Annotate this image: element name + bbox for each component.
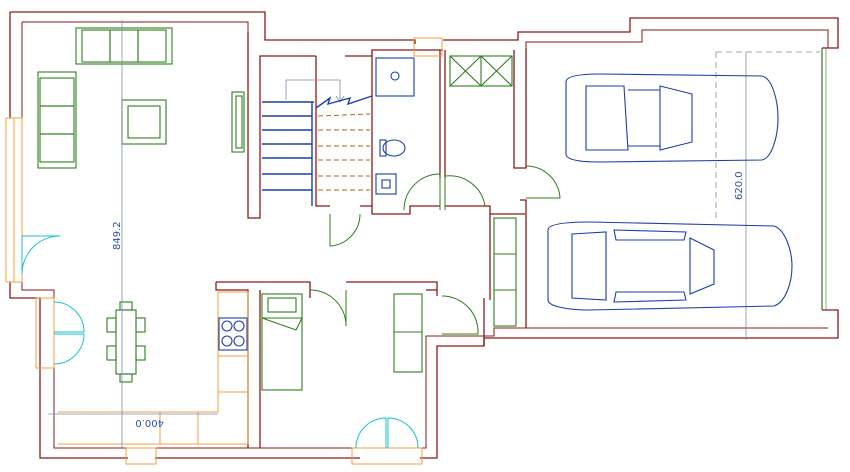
living-height-dimension: 849.2: [112, 20, 123, 448]
staircase: [262, 79, 373, 206]
car-top: [565, 73, 779, 163]
kitchen-width-dimension: 400.0: [48, 413, 218, 428]
garage-door-opening: [821, 48, 827, 310]
garage-inner-door: [525, 165, 561, 199]
kitchen-stove: [218, 317, 248, 351]
inner-walls: [215, 32, 527, 448]
hall-door: [441, 295, 479, 335]
bathroom-shower: [375, 57, 415, 97]
car-bottom: [547, 221, 793, 311]
bedroom-wardrobe: [393, 293, 423, 373]
outer-walls: [9, 11, 839, 459]
storage-shelves: [449, 55, 513, 87]
living-left-window: [5, 117, 23, 283]
bedroom-balcony-door: [351, 417, 423, 465]
bathroom-toilet: [379, 139, 406, 157]
stair-hall-door: [329, 213, 361, 247]
bathroom-sink: [375, 173, 397, 195]
dining-table: [106, 301, 146, 383]
coffee-table: [121, 99, 167, 145]
bedroom-door: [309, 289, 347, 327]
garage-depth-label: 620.0: [734, 171, 745, 200]
garage-cabinets: [493, 217, 517, 327]
living-glass-door: [21, 235, 61, 275]
bathroom-door: [403, 173, 441, 211]
tv-unit: [231, 91, 245, 153]
front-door-window: [125, 447, 157, 465]
living-height-label: 849.2: [112, 221, 123, 250]
bed: [261, 293, 303, 391]
kitchen-width-label: 400.0: [135, 417, 164, 428]
bathroom-window: [413, 37, 443, 57]
storage-door: [444, 175, 486, 210]
sofa-top: [75, 27, 173, 65]
garage-dimension: 620.0: [715, 51, 820, 340]
dining-double-door: [35, 297, 85, 369]
sofa-left: [37, 71, 77, 169]
kitchen-counter: [58, 291, 249, 445]
